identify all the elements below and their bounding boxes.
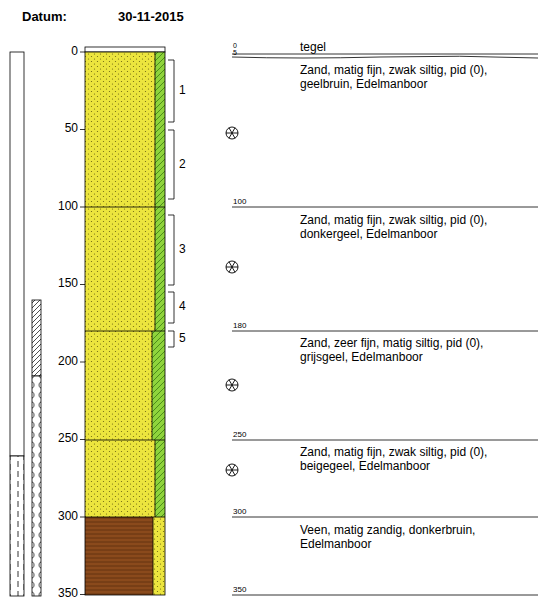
layer-description: Zand, zeer fijn, matig siltig, pid (0), … [300, 337, 525, 365]
depth-tick: 100 [40, 200, 78, 214]
layer-depth: 5 [233, 49, 245, 57]
sample-number: 5 [179, 332, 193, 346]
layer-description: Veen, matig zandig, donkerbruin, Edelman… [300, 524, 525, 552]
depth-tick: 50 [40, 122, 78, 136]
layer-depth: 300 [233, 507, 263, 516]
depth-tick: 300 [40, 510, 78, 524]
layer-description: Zand, matig fijn, zwak siltig, pid (0), … [300, 64, 525, 92]
depth-tick: 0 [40, 45, 78, 59]
layer-description: Zand, matig fijn, zwak siltig, pid (0), … [300, 446, 525, 474]
layer-depth: 250 [233, 430, 263, 439]
depth-tick: 350 [40, 587, 78, 601]
layer-depth: 350 [233, 585, 263, 594]
layer-depth: 0 [233, 42, 245, 50]
depth-tick: 150 [40, 277, 78, 291]
layer-description: Zand, matig fijn, zwak siltig, pid (0), … [300, 214, 525, 242]
sample-number: 2 [179, 158, 193, 172]
layer-description: tegel [300, 41, 500, 55]
layer-depth: 180 [233, 321, 263, 330]
depth-tick: 250 [40, 432, 78, 446]
date-value: 30-11-2015 [118, 10, 228, 25]
depth-tick: 200 [40, 355, 78, 369]
sample-number: 4 [179, 300, 193, 314]
layer-depth: 100 [233, 197, 263, 206]
sample-number: 3 [179, 243, 193, 257]
sample-number: 1 [179, 84, 193, 98]
date-key: Datum: [22, 10, 102, 25]
